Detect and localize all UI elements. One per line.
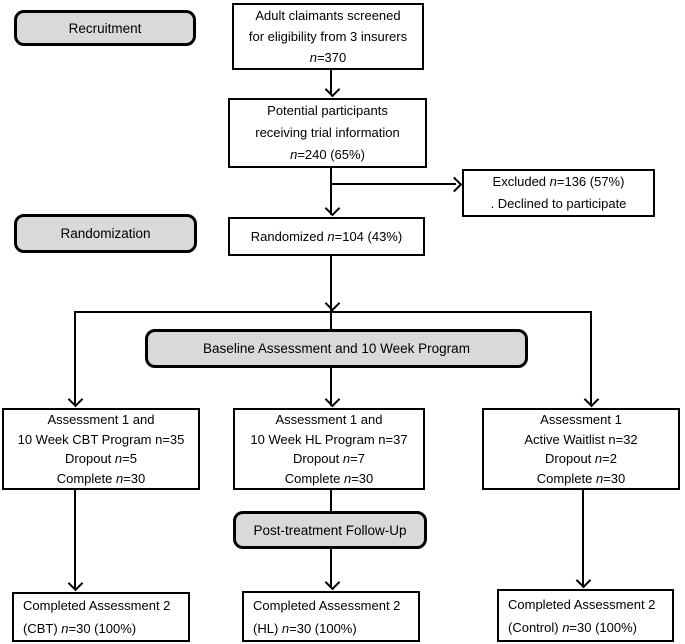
text-line: Potential participants [267, 103, 388, 118]
box-cbt-arm: Assessment 1 and 10 Week CBT Program n=35… [2, 408, 200, 490]
box-screened: Adult claimants screened for eligibility … [232, 3, 424, 70]
text-line: . Declined to participate [490, 196, 627, 211]
text-line: 10 Week HL Program n=37 [250, 431, 408, 447]
text-line: (HL) n=30 (100%) [253, 620, 357, 636]
arrowhead-down-icon [324, 295, 341, 312]
text-line: Assessment 1 and [275, 412, 383, 427]
text-line: for eligibility from 3 insurers [248, 29, 408, 44]
arrowhead-down-icon [324, 81, 341, 98]
connector-randomized-to-branch [330, 256, 332, 311]
box-hl-assessment2: Completed Assessment 2 (HL) n=30 (100%) [242, 591, 420, 642]
connector-branch-to-cbt-arm [74, 311, 76, 406]
arrowhead-down-icon [67, 391, 84, 408]
text-line: Active Waitlist n=32 [524, 431, 638, 447]
text-line: Complete n=30 [536, 470, 626, 486]
box-cbt-assessment2: Completed Assessment 2 (CBT) n=30 (100%) [12, 592, 190, 642]
stage-label-recruitment: Recruitment [14, 10, 196, 46]
arrowhead-down-icon [583, 391, 600, 408]
text-line: receiving trial information [255, 125, 400, 140]
text-line: Dropout n=5 [65, 451, 137, 466]
box-randomized: Randomized n=104 (43%) [228, 217, 425, 256]
text-line: Randomized n=104 (43%) [250, 229, 403, 244]
text-line: (Control) n=30 (100%) [508, 619, 637, 635]
text-line: Completed Assessment 2 [253, 597, 401, 613]
text-line: Complete n=30 [56, 470, 146, 486]
connector-screened-to-informed [330, 70, 332, 95]
text-line: n=370 [309, 50, 347, 65]
text-line: 10 Week CBT Program n=35 [17, 431, 185, 447]
connector-waitlist-to-assessment2 [582, 490, 584, 586]
box-excluded: Excluded n=136 (57%) . Declined to partic… [462, 169, 655, 217]
text-line: Dropout n=2 [545, 451, 617, 466]
arrowhead-down-icon [67, 575, 84, 592]
stage-label-text: Randomization [60, 226, 151, 241]
arrowhead-down-icon [575, 572, 592, 589]
stage-label-text: Recruitment [68, 20, 142, 36]
text-line: Complete n=30 [284, 470, 374, 486]
stage-label-text: Baseline Assessment and 10 Week Program [203, 341, 470, 356]
stage-label-baseline-program: Baseline Assessment and 10 Week Program [145, 329, 528, 368]
text-line: Completed Assessment 2 [23, 598, 171, 613]
connector-branch-to-waitlist-arm [590, 311, 592, 406]
stage-label-randomization: Randomization [14, 214, 197, 253]
text-line: n=240 (65%) [290, 147, 365, 162]
stage-label-text: Post-treatment Follow-Up [253, 522, 407, 538]
text-line: Completed Assessment 2 [508, 596, 656, 612]
text-line: Assessment 1 and [47, 412, 155, 427]
box-control-assessment2: Completed Assessment 2 (Control) n=30 (10… [497, 589, 674, 642]
text-line: Excluded n=136 (57%) [492, 174, 625, 189]
arrowhead-right-icon [446, 176, 463, 193]
text-line: Assessment 1 [540, 412, 622, 427]
connector-informed-to-randomized [330, 168, 332, 215]
connector-to-excluded [332, 183, 456, 185]
text-line: (CBT) n=30 (100%) [23, 621, 137, 636]
stage-label-post-treatment-followup: Post-treatment Follow-Up [233, 511, 427, 549]
box-trial-information: Potential participants receiving trial in… [228, 98, 427, 168]
branch-line [74, 311, 592, 313]
text-line: Adult claimants screened [255, 8, 401, 23]
text-line: Dropout n=7 [293, 451, 365, 466]
arrowhead-down-icon [324, 200, 341, 217]
arrowhead-down-icon [324, 574, 341, 591]
arrowhead-down-icon [324, 391, 341, 408]
connector-cbt-arm-to-assessment2 [74, 490, 76, 589]
